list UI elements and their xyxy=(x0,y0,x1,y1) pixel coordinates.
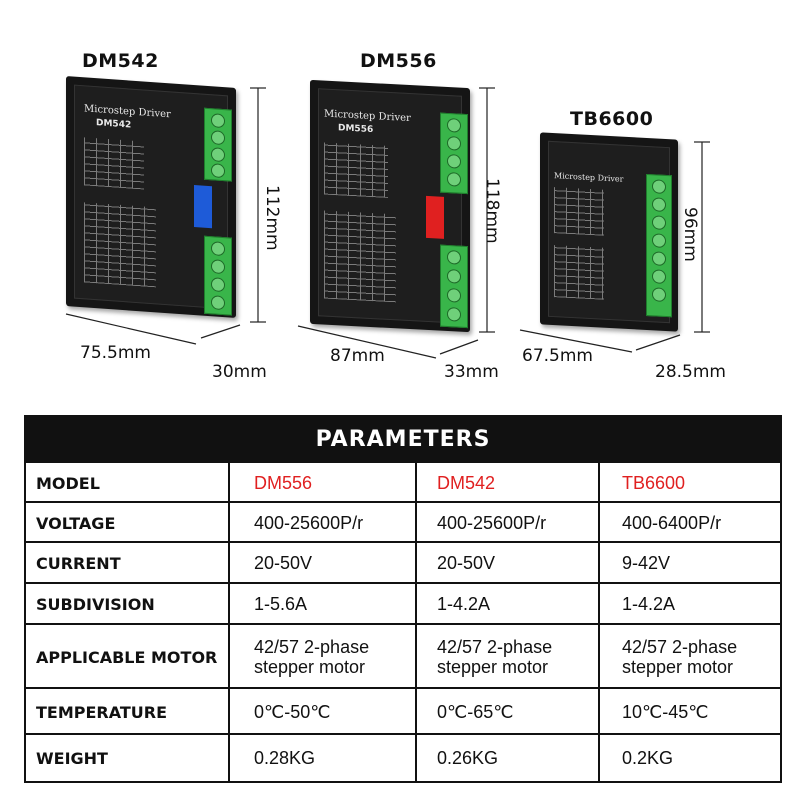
dm542-height: 112mm xyxy=(262,185,282,251)
motor-line-1: 42/57 2-phase xyxy=(254,637,370,657)
dm542-pulse-table xyxy=(84,202,156,288)
product-label-dm542: DM542 xyxy=(82,50,159,72)
cell-value: 0℃-65℃ xyxy=(415,689,598,735)
dm542-depth: 30mm xyxy=(212,362,267,382)
dm556-height: 118mm xyxy=(482,178,502,244)
dm542-width: 75.5mm xyxy=(80,343,151,363)
dm556-current-table xyxy=(324,142,388,198)
tb6600-height: 96mm xyxy=(680,207,700,262)
cell-value: 0.28KG xyxy=(228,735,415,781)
tb6600-driver: Microstep Driver xyxy=(540,132,678,332)
table-row-model: MODEL DM556 DM542 TB6600 xyxy=(26,461,780,503)
motor-line-2: stepper motor xyxy=(254,657,366,677)
cell-value: 20-50V xyxy=(228,543,415,584)
row-label: VOLTAGE xyxy=(36,513,116,533)
motor-line-2: stepper motor xyxy=(622,657,734,677)
row-label: WEIGHT xyxy=(36,748,108,768)
cell-value: 0.2KG xyxy=(598,735,780,781)
cell-value: 9-42V xyxy=(598,543,780,584)
dm542-signal-terminal xyxy=(204,107,232,182)
product-label-tb6600: TB6600 xyxy=(570,108,654,130)
motor-line-1: 42/57 2-phase xyxy=(622,637,738,657)
cell-value: 1-4.2A xyxy=(415,584,598,625)
cell-value: DM542 xyxy=(415,463,598,503)
cell-value: 400-25600P/r xyxy=(228,503,415,543)
cell-value: 10℃-45℃ xyxy=(598,689,780,735)
dm556-driver: Microstep Driver DM556 xyxy=(310,79,470,333)
dm556-depth: 33mm xyxy=(444,362,499,382)
cell-value: 20-50V xyxy=(415,543,598,584)
cell-value: DM556 xyxy=(228,463,415,503)
dm542-current-table xyxy=(84,137,144,190)
parameters-table: PARAMETERS MODEL DM556 DM542 TB6600 VOLT… xyxy=(24,415,782,783)
cell-value: 0℃-50℃ xyxy=(228,689,415,735)
tb6600-pulse-table xyxy=(554,245,604,300)
cell-value: 400-25600P/r xyxy=(415,503,598,543)
cell-value: 400-6400P/r xyxy=(598,503,780,543)
table-row-subdivision: SUBDIVISION 1-5.6A 1-4.2A 1-4.2A xyxy=(26,582,780,625)
row-label: APPLICABLE MOTOR xyxy=(36,647,218,667)
tb6600-depth: 28.5mm xyxy=(655,362,726,382)
cell-value: 0.26KG xyxy=(415,735,598,781)
dm556-width: 87mm xyxy=(330,346,385,366)
row-label: TEMPERATURE xyxy=(36,702,168,722)
dm542-dip-switch xyxy=(194,185,212,229)
cell-value: 1-5.6A xyxy=(228,584,415,625)
tb6600-terminal xyxy=(646,173,672,318)
dm556-signal-terminal xyxy=(440,112,468,195)
motor-line-1: 42/57 2-phase xyxy=(437,637,553,657)
table-row-current: CURRENT 20-50V 20-50V 9-42V xyxy=(26,541,780,584)
table-row-voltage: VOLTAGE 400-25600P/r 400-25600P/r 400-64… xyxy=(26,501,780,543)
dm556-power-terminal xyxy=(440,244,468,329)
tb6600-width: 67.5mm xyxy=(522,346,593,366)
product-label-dm556: DM556 xyxy=(360,50,437,72)
row-label: MODEL xyxy=(36,473,100,493)
table-title: PARAMETERS xyxy=(26,417,780,461)
tb6600-current-table xyxy=(554,187,604,236)
motor-line-2: stepper motor xyxy=(437,657,549,677)
dm542-driver: Microstep Driver DM542 xyxy=(66,76,236,318)
row-label: CURRENT xyxy=(36,554,121,573)
cell-value: 1-4.2A xyxy=(598,584,780,625)
dm556-dip-switch xyxy=(426,195,444,239)
dm556-pulse-table xyxy=(324,210,396,303)
dm556-panel-model: DM556 xyxy=(338,123,374,136)
table-row-temperature: TEMPERATURE 0℃-50℃ 0℃-65℃ 10℃-45℃ xyxy=(26,687,780,735)
dm542-power-terminal xyxy=(204,235,232,316)
table-row-weight: WEIGHT 0.28KG 0.26KG 0.2KG xyxy=(26,733,780,781)
cell-value: TB6600 xyxy=(598,463,780,503)
row-label: SUBDIVISION xyxy=(36,595,155,614)
dimension-lines xyxy=(65,87,710,359)
